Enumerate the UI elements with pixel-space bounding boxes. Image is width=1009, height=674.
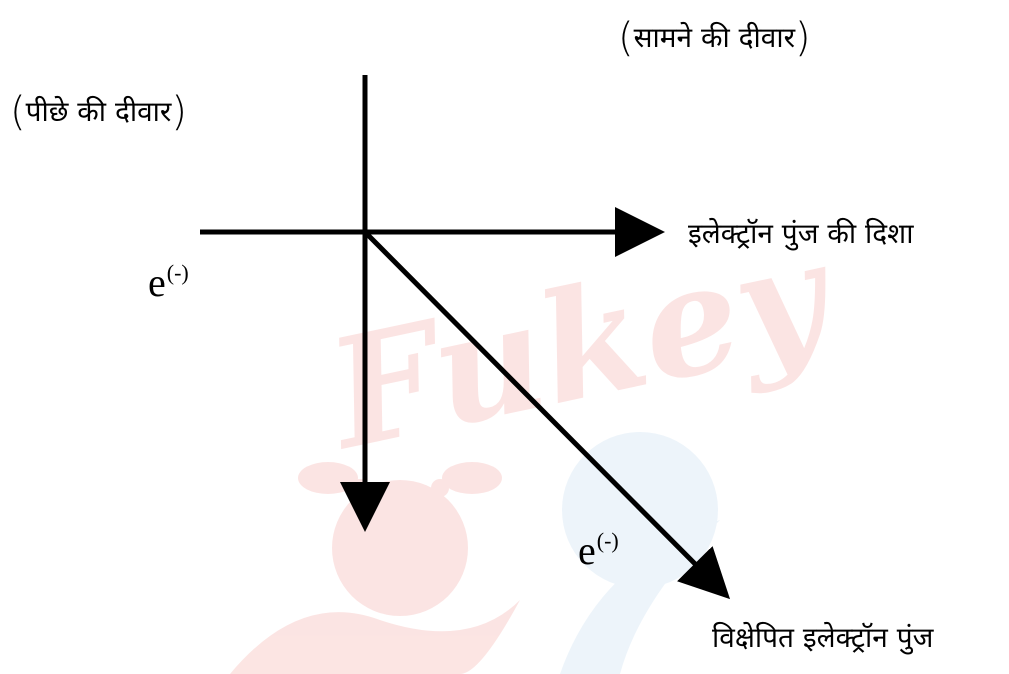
watermark-red-bun-right	[442, 462, 502, 494]
back-wall-label: (पीछे की दीवार)	[10, 89, 187, 135]
watermark-red-knot-right	[431, 479, 449, 497]
electron-symbol-deflected: e(-)	[578, 528, 619, 573]
deflected-beam-arrow	[363, 230, 731, 600]
electron-symbol-incoming: e(-)	[148, 260, 189, 305]
deflected-beam-label: विक्षेपित इलेक्ट्रॉन पुंज	[712, 621, 934, 654]
beam-direction-label: इलेक्ट्रॉन पुंज की दिशा	[688, 217, 914, 250]
watermark-logo: Fukey	[230, 206, 849, 674]
front-wall-label: (सामने की दीवार)	[618, 15, 811, 61]
watermark-red-head	[332, 480, 468, 616]
watermark-red-swoosh	[230, 600, 520, 674]
